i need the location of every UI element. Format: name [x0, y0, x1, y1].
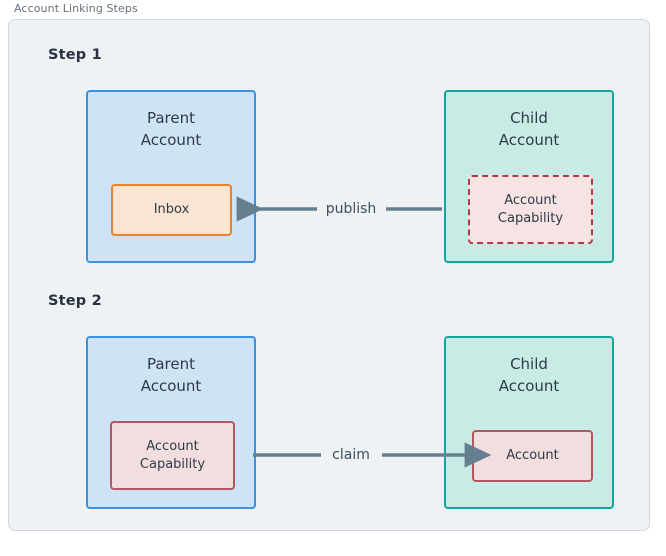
step-2-account-label: Account — [506, 448, 559, 463]
step-2-account-capability-label: Account Capability — [139, 438, 206, 472]
step-1-parent-account-box: Parent Account Inbox — [86, 90, 256, 263]
step-2-child-account-label: Child Account — [498, 355, 560, 395]
figure-title: Account Linking Steps — [14, 2, 138, 15]
step-2-account-capability-box: Account Capability — [110, 421, 235, 490]
step-1-inbox-box: Inbox — [111, 184, 232, 236]
step-2-heading: Step 2 — [48, 293, 102, 309]
step-1-parent-account-label: Parent Account — [140, 109, 202, 149]
step-2-edge-label-claim: claim — [327, 447, 375, 463]
step-1-child-account-label: Child Account — [498, 109, 560, 149]
step-1-edge-label-publish: publish — [320, 201, 382, 217]
step-2-account-box: Account — [472, 430, 593, 482]
step-1-account-capability-label: Account Capability — [497, 192, 564, 226]
step-1-inbox-label: Inbox — [153, 202, 190, 217]
step-1-child-account-box: Child Account Account Capability — [444, 90, 614, 263]
step-1-account-capability-box: Account Capability — [468, 175, 593, 244]
step-1-heading: Step 1 — [48, 47, 102, 63]
step-2-child-account-box: Child Account Account — [444, 336, 614, 509]
step-2-parent-account-box: Parent Account Account Capability — [86, 336, 256, 509]
step-2-parent-account-label: Parent Account — [140, 355, 202, 395]
